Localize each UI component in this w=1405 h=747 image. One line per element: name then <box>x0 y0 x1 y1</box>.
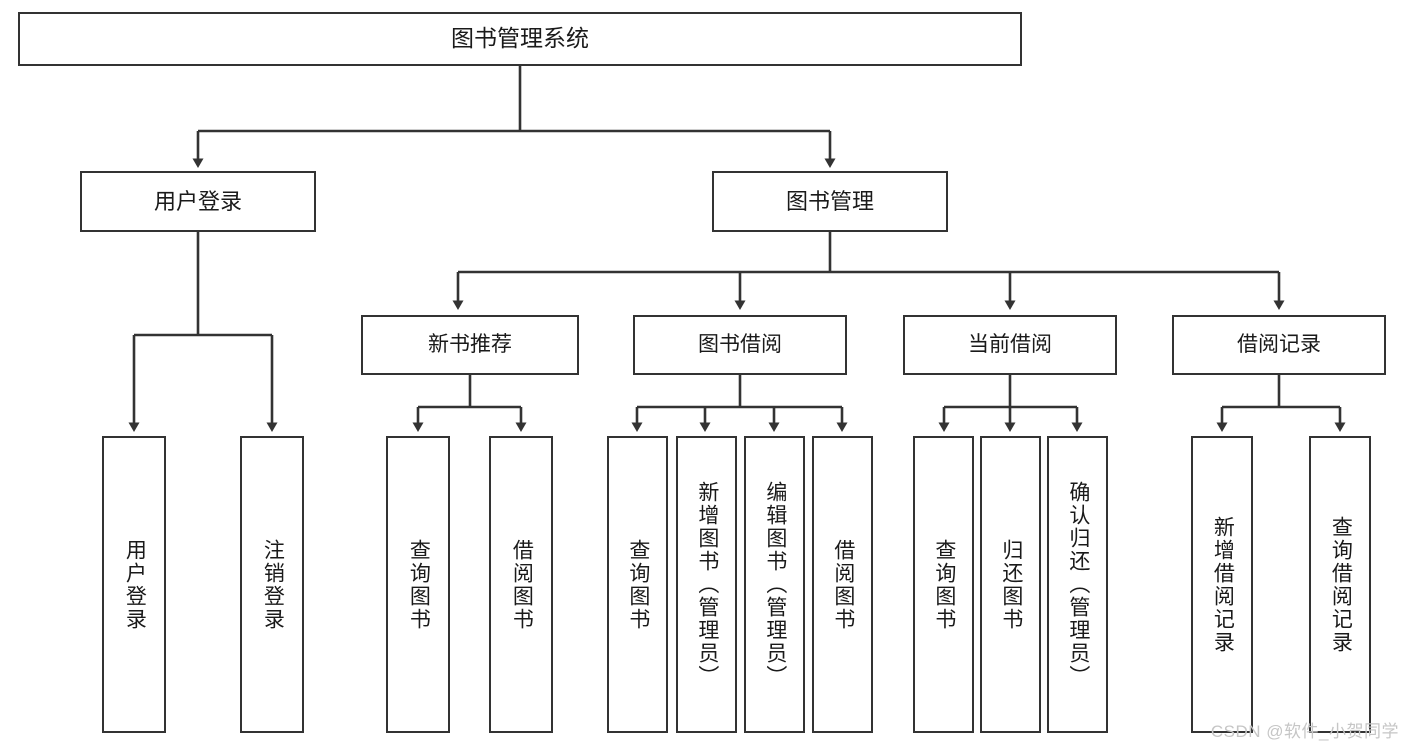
node-label: 查询图书 <box>932 538 956 631</box>
node-label: 用户登录 <box>153 188 242 214</box>
leaf-book-borrow-add-book-admin[interactable]: 新增图书（管理员） <box>676 436 737 733</box>
node-label: 归还图书 <box>999 538 1023 631</box>
leaf-book-borrow-edit-book-admin[interactable]: 编辑图书（管理员） <box>744 436 805 733</box>
node-label: 借阅图书 <box>510 538 534 631</box>
node-label: 借阅图书 <box>831 538 855 631</box>
node-label: 注销登录 <box>261 538 285 631</box>
node-label: 用户登录 <box>123 538 147 631</box>
node-label: 新书推荐 <box>428 332 512 356</box>
leaf-current-borrow-query-book[interactable]: 查询图书 <box>913 436 974 733</box>
node-borrow-record[interactable]: 借阅记录 <box>1172 315 1386 375</box>
leaf-borrow-record-query-record[interactable]: 查询借阅记录 <box>1309 436 1371 733</box>
node-user-login[interactable]: 用户登录 <box>80 171 316 232</box>
node-label: 新增借阅记录 <box>1211 515 1235 654</box>
node-label: 查询图书 <box>626 538 650 631</box>
leaf-book-borrow-query-book[interactable]: 查询图书 <box>607 436 668 733</box>
node-book-borrow[interactable]: 图书借阅 <box>633 315 847 375</box>
node-label: 查询图书 <box>407 538 431 631</box>
node-label: 借阅记录 <box>1237 332 1321 356</box>
node-label: 图书管理系统 <box>451 25 589 52</box>
node-current-borrow[interactable]: 当前借阅 <box>903 315 1117 375</box>
node-label: 图书借阅 <box>698 332 782 356</box>
node-root-book-management-system[interactable]: 图书管理系统 <box>18 12 1022 66</box>
leaf-current-borrow-confirm-return-admin[interactable]: 确认归还（管理员） <box>1047 436 1108 733</box>
leaf-user-login-login[interactable]: 用户登录 <box>102 436 166 733</box>
node-label: 图书管理 <box>785 188 874 214</box>
node-label: 新增图书（管理员） <box>695 481 719 688</box>
node-new-book-recommend[interactable]: 新书推荐 <box>361 315 579 375</box>
leaf-book-borrow-borrow-book[interactable]: 借阅图书 <box>812 436 873 733</box>
leaf-user-login-logout[interactable]: 注销登录 <box>240 436 304 733</box>
node-label: 确认归还（管理员） <box>1066 481 1090 688</box>
node-book-management[interactable]: 图书管理 <box>712 171 948 232</box>
leaf-new-book-borrow-book[interactable]: 借阅图书 <box>489 436 553 733</box>
watermark-text: CSDN @软件_小贺同学 <box>1210 722 1399 741</box>
node-label: 当前借阅 <box>968 332 1052 356</box>
node-label: 编辑图书（管理员） <box>763 481 787 688</box>
leaf-new-book-query-book[interactable]: 查询图书 <box>386 436 450 733</box>
node-label: 查询借阅记录 <box>1329 515 1353 654</box>
leaf-current-borrow-return-book[interactable]: 归还图书 <box>980 436 1041 733</box>
leaf-borrow-record-add-record[interactable]: 新增借阅记录 <box>1191 436 1253 733</box>
